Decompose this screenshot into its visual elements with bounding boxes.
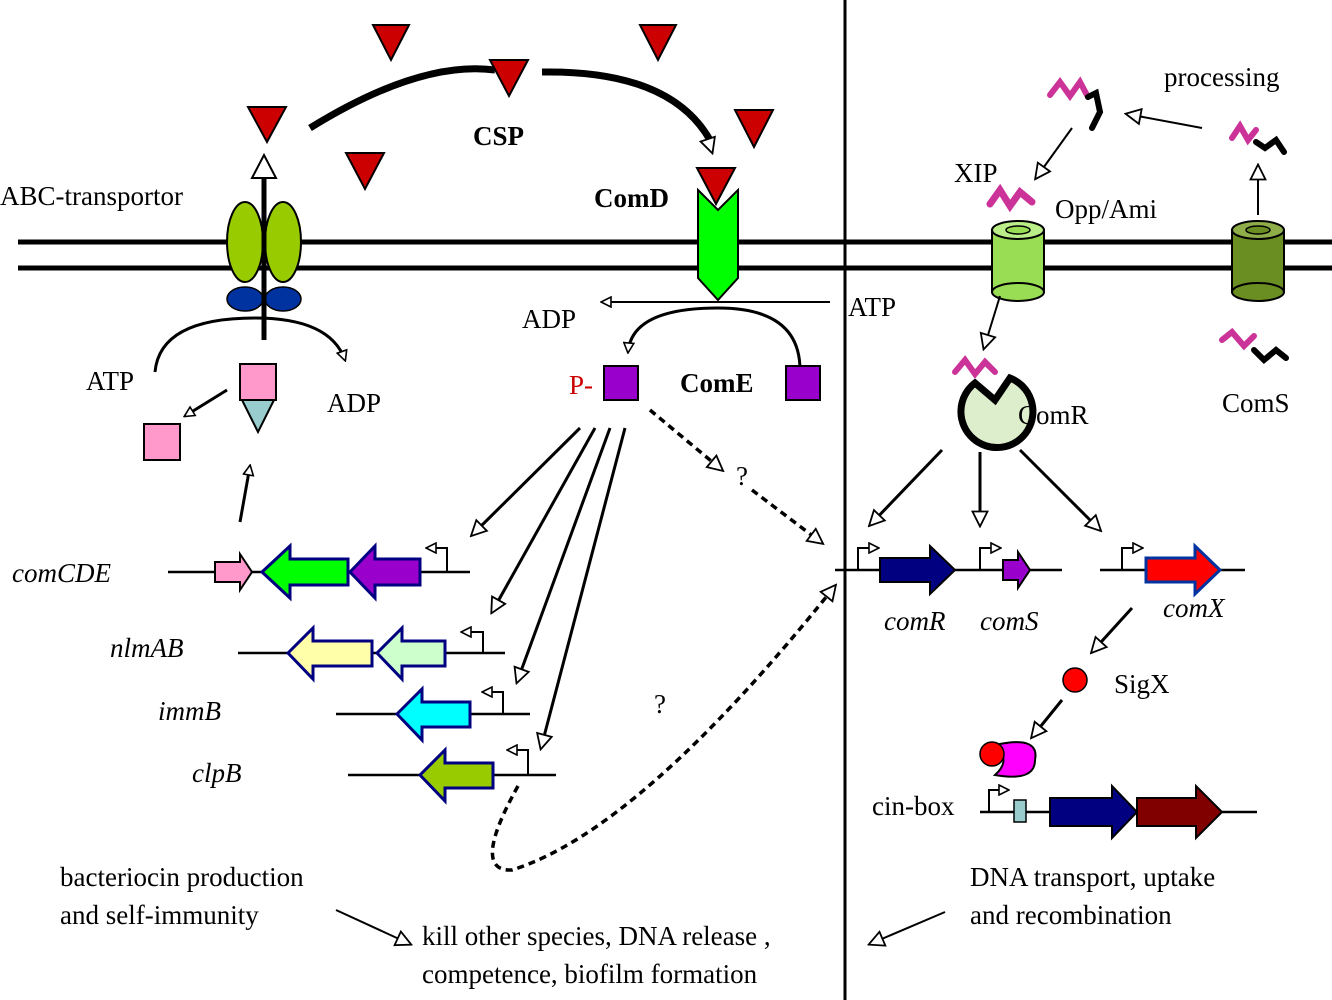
phospho-come <box>603 365 639 401</box>
opp-ami-label: Opp/Ami <box>1055 194 1157 224</box>
csp-triangle <box>246 106 288 145</box>
outcome-left-line2: and self-immunity <box>60 900 259 930</box>
cell-membrane <box>18 239 1332 271</box>
adp-left-label: ADP <box>327 388 381 418</box>
csp-import-arc <box>541 68 714 142</box>
gene-comx-label: comX <box>1163 593 1226 623</box>
comd-label: ComD <box>594 183 669 213</box>
coms-peptide <box>1219 327 1289 365</box>
csp-triangle <box>344 152 386 192</box>
gene-immb <box>336 685 530 744</box>
come-targets <box>472 426 627 748</box>
csp-label: CSP <box>473 121 524 151</box>
outcome-center-line2: competence, biofilm formation <box>422 959 758 989</box>
xip-label: XIP <box>954 158 998 188</box>
cin-box-label: cin-box <box>872 791 955 821</box>
coms-precursor <box>1229 120 1287 155</box>
leader-peptide <box>143 423 181 461</box>
gene-comx <box>1100 546 1245 598</box>
csp-triangle <box>733 109 775 150</box>
coms-protein-label: ComS <box>1222 388 1290 418</box>
come-label: ComE <box>680 368 754 398</box>
comr-protein-label: ComR <box>1018 400 1089 430</box>
question-bottom: ? <box>654 689 666 719</box>
pro-csp <box>239 363 277 435</box>
abc-transporter <box>226 152 302 340</box>
csp-triangle <box>371 24 411 63</box>
come-protein <box>785 365 821 401</box>
csp-export-arc <box>308 65 496 131</box>
gene-immb-label: immB <box>158 696 221 726</box>
adp-mid-label: ADP <box>522 304 576 334</box>
xip-peptide <box>986 183 1036 213</box>
coms-exporter <box>1231 220 1285 302</box>
sigx-label: SigX <box>1114 669 1170 699</box>
comr-protein <box>952 355 1037 452</box>
atp-mid-label: ATP <box>848 292 896 322</box>
outcome-right-line2: and recombination <box>970 900 1172 930</box>
csp-triangle <box>638 24 678 63</box>
abc-transporter-label: ABC-transportor <box>0 181 183 211</box>
gene-nlmab-label: nlmAB <box>110 633 184 663</box>
processing-label: processing <box>1164 62 1279 92</box>
gene-comcde <box>168 546 470 602</box>
gene-coms-label: comS <box>980 606 1039 636</box>
outcome-center-line1: kill other species, DNA release , <box>422 921 771 951</box>
gene-comr-label: comR <box>884 606 946 636</box>
csp-peptide-triangles <box>246 24 775 207</box>
rna-polymerase-sigx <box>979 741 1037 778</box>
question-top: ? <box>736 461 748 491</box>
csp-triangle <box>488 59 530 99</box>
gene-comcde-label: comCDE <box>12 558 111 588</box>
opp-ami-transporter <box>991 220 1045 302</box>
gene-clpb-label: clpB <box>192 758 241 788</box>
outcome-left-line1: bacteriocin production <box>60 862 304 892</box>
comd-receptor <box>697 187 739 302</box>
atp-left-label: ATP <box>86 366 134 396</box>
gene-clpb <box>348 750 556 805</box>
gene-comr-coms <box>835 546 1062 597</box>
gene-nlmab <box>238 624 505 683</box>
phospho-label: P- <box>569 370 593 400</box>
late-competence-genes <box>980 783 1257 841</box>
outcome-right-line1: DNA transport, uptake <box>970 862 1215 892</box>
csp-triangle <box>695 167 737 207</box>
pro-xip-peptide <box>1047 76 1104 131</box>
sigx-factor <box>1062 667 1088 693</box>
